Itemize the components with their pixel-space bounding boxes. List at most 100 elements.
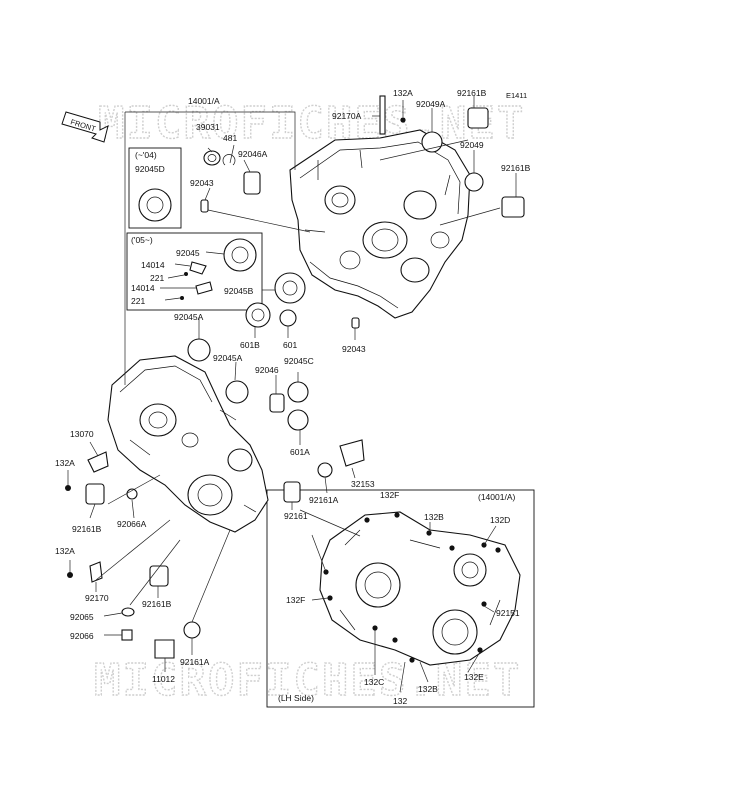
bearing-601b [245, 302, 271, 328]
label-132d: 132D [490, 515, 510, 525]
bearing-601 [279, 309, 297, 327]
label-132a-upper: 132A [55, 458, 75, 468]
ball-bearing-92045d-inner [146, 196, 164, 214]
label-92170: 92170 [85, 593, 109, 603]
box-label-from-05: ('05~) [131, 235, 153, 245]
box-to-04 [128, 147, 182, 229]
label-11012: 11012 [152, 674, 175, 684]
bolt-132a-upper [65, 485, 71, 491]
bearing-92045a-upper [187, 338, 211, 362]
label-92045c: 92045C [284, 356, 314, 366]
ball-bearing-92045d [138, 188, 172, 222]
label-92161a-upper: 92161A [309, 495, 339, 505]
cap-11012 [154, 639, 175, 659]
needle-bearing-92046 [269, 393, 285, 413]
label-92161b-left: 92161B [72, 524, 102, 534]
screw-221-b [180, 296, 184, 300]
box-lh-side [266, 489, 535, 708]
box-from-05 [126, 232, 263, 311]
ball-bearing-92045b-inner [282, 280, 298, 296]
label-132a-top: 132A [393, 88, 413, 98]
label-92046: 92046 [255, 365, 279, 375]
label-132e: 132E [464, 672, 484, 682]
label-132: 132 [393, 696, 407, 706]
label-13070: 13070 [70, 429, 94, 439]
label-132f-top: 132F [380, 490, 399, 500]
ball-bearing-92045 [223, 238, 257, 272]
ball-bearing-92045b [274, 272, 306, 304]
label-32153: 32153 [351, 479, 375, 489]
bearing-92045a-lower [225, 380, 249, 404]
seal-92049a [421, 131, 443, 153]
diagram-code: E1411 [506, 91, 527, 100]
box-label-assembly: (14001/A) [478, 492, 515, 502]
bushing-92161a-lower [183, 621, 201, 639]
box-label-to-04: (~'04) [135, 150, 157, 160]
label-601: 601 [283, 340, 297, 350]
label-92066a: 92066A [117, 519, 147, 529]
bearing-601b-inner [251, 308, 265, 322]
label-39031: 39031 [196, 122, 220, 132]
label-92161a-lower: 92161A [180, 657, 210, 667]
label-92170a: 92170A [332, 111, 362, 121]
label-14001a: 14001/A [188, 96, 220, 106]
label-132b-top: 132B [424, 512, 444, 522]
clamp-92170 [89, 561, 103, 583]
label-92066: 92066 [70, 631, 94, 641]
screw-221-a [184, 272, 188, 276]
lh-side-case-view [319, 511, 521, 666]
right-crankcase-half [289, 129, 471, 319]
part-labels: 14001/A 39031 481 92046A 92045D 92043 92… [55, 88, 531, 706]
label-14014-b: 14014 [131, 283, 155, 293]
oil-seal-39031 [203, 150, 221, 166]
bushing-92161a-upper [317, 462, 333, 478]
label-601b: 601B [240, 340, 260, 350]
label-92045a-lower: 92045A [213, 353, 243, 363]
label-92049: 92049 [460, 140, 484, 150]
label-92065: 92065 [70, 612, 94, 622]
label-92045b: 92045B [224, 286, 254, 296]
label-221-a: 221 [150, 273, 164, 283]
seal-92049 [464, 172, 484, 192]
plate-14014-a [189, 261, 207, 275]
dowel-pin-92043-left [200, 199, 209, 213]
dowel-pin-92043-right [351, 317, 360, 329]
bushing-92161 [283, 481, 301, 503]
label-132b-bottom: 132B [418, 684, 438, 694]
label-92043-right: 92043 [342, 344, 366, 354]
left-crankcase-half [107, 355, 269, 533]
bolt-132a-lower [67, 572, 73, 578]
pipe-32153 [339, 439, 365, 467]
leader-lines [67, 96, 517, 693]
label-92151: 92151 [496, 608, 520, 618]
label-14014-a: 14014 [141, 260, 165, 270]
label-92045a-upper: 92045A [174, 312, 204, 322]
washer-92065 [121, 607, 135, 617]
bolt-132a-top [400, 117, 406, 123]
plug-92066a [126, 488, 138, 500]
stud-92170a [379, 95, 386, 135]
plate-14014-b [195, 281, 213, 295]
box-label-lh-side: (LH Side) [278, 693, 314, 703]
label-92161: 92161 [284, 511, 308, 521]
watermark-top: MICROFICHES.NET [98, 98, 525, 149]
label-92161b-right: 92161B [501, 163, 531, 173]
label-92161b-top: 92161B [457, 88, 487, 98]
label-92046a: 92046A [238, 149, 268, 159]
oil-seal-39031-inner [207, 154, 217, 162]
label-481: 481 [223, 133, 237, 143]
label-92045d: 92045D [135, 164, 165, 174]
ball-bearing-92045-inner [231, 246, 249, 264]
bearing-601a [287, 409, 309, 431]
label-132a-lower: 132A [55, 546, 75, 556]
label-132f-left: 132F [286, 595, 305, 605]
circlip-481 [222, 154, 236, 166]
label-92049a: 92049A [416, 99, 446, 109]
plug-92066 [121, 629, 133, 641]
bushing-92161b-mid [149, 565, 169, 587]
bearing-92045c [287, 381, 309, 403]
label-221-b: 221 [131, 296, 145, 306]
needle-bearing-92046a [243, 171, 261, 195]
label-601a: 601A [290, 447, 310, 457]
